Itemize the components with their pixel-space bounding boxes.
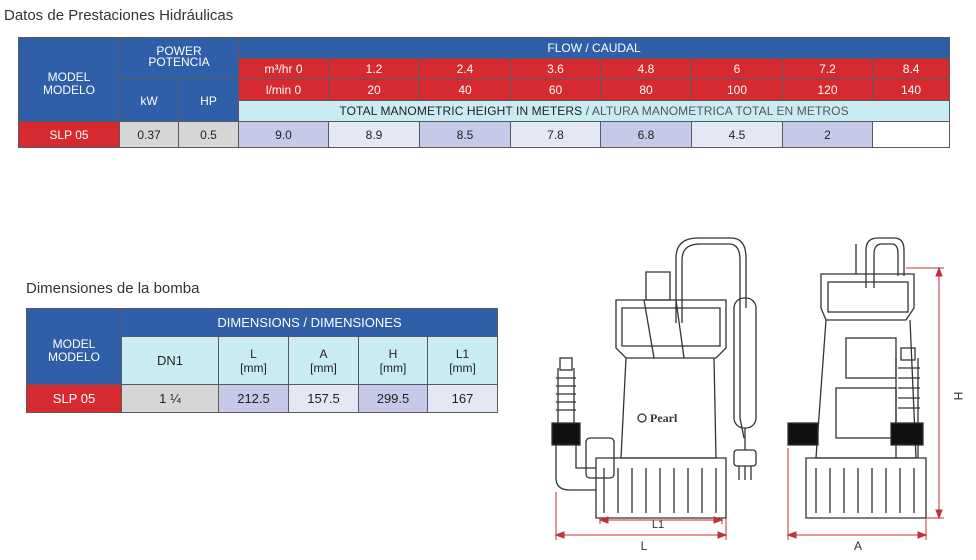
- plug: [733, 449, 757, 467]
- power-label-es: POTENCIA: [148, 55, 210, 69]
- dim-value: 167: [426, 384, 499, 413]
- m3hr-value: 3.6: [510, 58, 601, 80]
- table-row: SLP 05 1 ¼ 212.5 157.5 299.5 167: [26, 384, 499, 413]
- m3hr-unit: m³/hr: [264, 62, 293, 76]
- head-value: 7.8: [510, 121, 601, 148]
- col-name: DN1: [156, 353, 183, 368]
- m3hr-value: 8.4: [871, 58, 951, 80]
- model-label-es: MODELO: [42, 82, 95, 97]
- dim-value: 1 ¼: [121, 384, 219, 413]
- m3hr-value: 0: [295, 62, 303, 76]
- col-unit: [mm]: [449, 360, 476, 375]
- power-header: POWER POTENCIA: [119, 37, 239, 80]
- m3hr-first-cell: m³/hr 0: [238, 58, 329, 80]
- m3hr-row: m³/hr 0 1.2 2.4 3.6 4.8 6 7.2 8.4: [19, 58, 951, 80]
- dim-a-label: A: [854, 539, 862, 553]
- head-value: 9.0: [238, 121, 329, 148]
- brand-label: Pearl: [650, 411, 678, 425]
- table-row: SLP 05 0.37 0.5 9.0 8.9 8.5 7.8 6.8 4.5 …: [18, 121, 951, 148]
- model-header: MODEL MODELO: [18, 37, 120, 122]
- performance-title: Datos de Prestaciones Hidráulicas: [4, 7, 234, 24]
- dim-h-label: H: [951, 392, 965, 401]
- lmin-value: 100: [691, 79, 783, 101]
- pump-base: [595, 457, 727, 519]
- top-cap: [645, 271, 671, 301]
- col-unit: [mm]: [379, 360, 407, 375]
- col-unit: [mm]: [310, 360, 337, 375]
- col-dn1: DN1: [121, 336, 219, 385]
- col-a: A [mm]: [288, 336, 359, 385]
- col-name: A: [319, 346, 328, 361]
- col-h: H [mm]: [358, 336, 428, 385]
- model-cell: SLP 05: [18, 121, 120, 148]
- kw-value: 0.37: [119, 121, 179, 148]
- dim-l1-label: L1: [652, 519, 664, 531]
- lmin-value: 140: [871, 79, 951, 101]
- pump-body-top: [615, 299, 727, 359]
- lmin-first-cell: l/min 0: [238, 79, 329, 101]
- col-l: L [mm]: [218, 336, 289, 385]
- pump-cable: [739, 308, 745, 439]
- dim-value: 299.5: [358, 384, 428, 413]
- head-value: 6.8: [600, 121, 692, 148]
- lmin-value: 60: [510, 79, 601, 101]
- lmin-row: kW HP l/min 0 20 40 60 80 100 120 140: [19, 79, 951, 122]
- pump-handle: [675, 237, 747, 323]
- side-base: [805, 457, 927, 519]
- performance-table: MODEL MODELO POWER POTENCIA FLOW / CAUDA…: [18, 37, 951, 148]
- head-label-en: TOTAL MANOMETRIC HEIGHT IN METERS: [339, 104, 583, 118]
- head-value: 2: [782, 121, 873, 148]
- pump-housing: [620, 357, 717, 459]
- col-unit: [mm]: [240, 360, 267, 375]
- model-label-en: MODEL: [52, 336, 96, 351]
- m3hr-value: 4.8: [600, 58, 692, 80]
- model-cell: SLP 05: [26, 384, 122, 413]
- dim-value: 212.5: [218, 384, 289, 413]
- kw-header: kW: [119, 79, 179, 122]
- side-body-top: [820, 273, 915, 321]
- head-value: 8.9: [328, 121, 420, 148]
- lmin-unit: l/min: [265, 83, 292, 97]
- model-label-en: MODEL: [47, 69, 91, 84]
- lmin-value: 40: [419, 79, 511, 101]
- m3hr-value: 1.2: [328, 58, 420, 80]
- dim-l-label: L: [641, 539, 648, 553]
- head-value: 8.5: [419, 121, 511, 148]
- lmin-value: 20: [328, 79, 420, 101]
- model-label-es: MODELO: [47, 349, 100, 364]
- lmin-value: 0: [294, 83, 302, 97]
- side-handle: [865, 237, 905, 288]
- head-label-es: / ALTURA MANOMETRICA TOTAL EN METROS: [582, 104, 849, 118]
- power-label-en: POWER: [156, 44, 202, 58]
- head-header: TOTAL MANOMETRIC HEIGHT IN METERS / ALTU…: [237, 100, 951, 122]
- hp-value: 0.5: [178, 121, 239, 148]
- m3hr-value: 6: [691, 58, 783, 80]
- lmin-value: 80: [600, 79, 692, 101]
- model-header: MODEL MODELO: [26, 308, 122, 385]
- dimensions-title: Dimensiones de la bomba: [26, 280, 200, 297]
- m3hr-value: 7.2: [782, 58, 873, 80]
- m3hr-value: 2.4: [419, 58, 511, 80]
- head-value: 4.5: [691, 121, 783, 148]
- pump-drawing: Pearl L L1 A H: [551, 237, 965, 553]
- col-name: H: [388, 346, 398, 361]
- flow-header: FLOW / CAUDAL: [237, 37, 951, 59]
- outlet-pipe: [555, 428, 596, 491]
- float-switch: [733, 297, 757, 429]
- lmin-value: 120: [782, 79, 873, 101]
- col-l1: L1 [mm]: [426, 336, 499, 385]
- outlet-coupling: [551, 422, 581, 446]
- hp-header: HP: [178, 79, 239, 122]
- dimensions-header: DIMENSIONS / DIMENSIONES: [120, 308, 499, 337]
- col-name: L1: [455, 346, 470, 361]
- dimensions-table: MODEL MODELO DIMENSIONS / DIMENSIONES DN…: [26, 308, 499, 413]
- head-value: [871, 121, 951, 148]
- col-name: L: [250, 346, 257, 361]
- dim-value: 157.5: [288, 384, 359, 413]
